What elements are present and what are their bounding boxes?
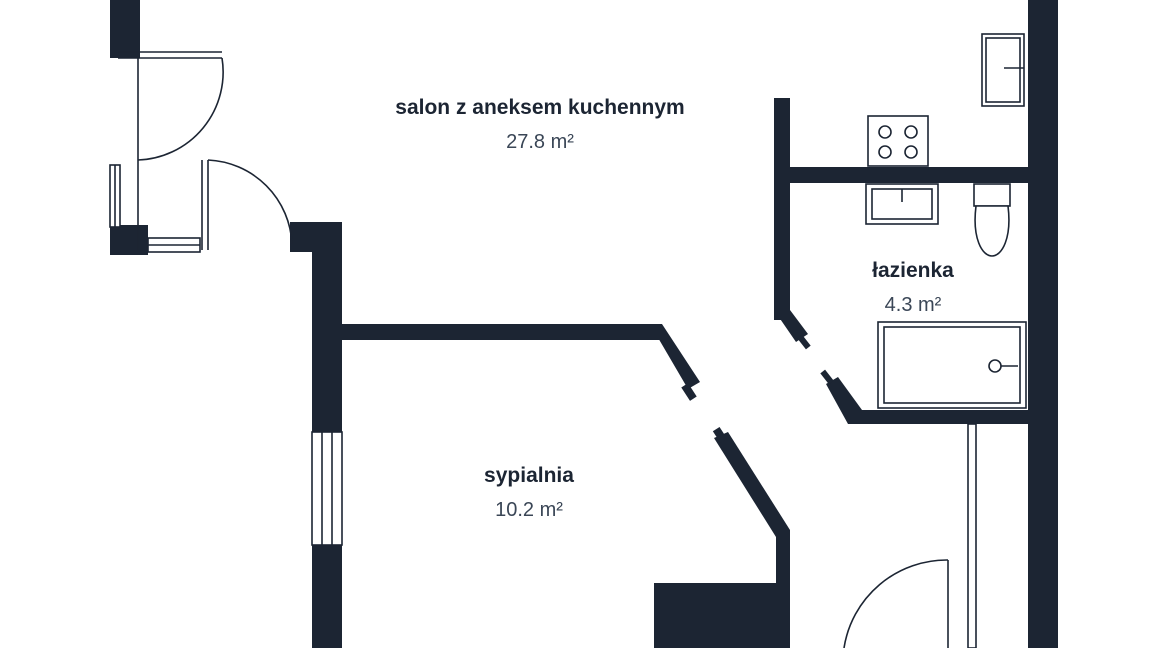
wall-block (654, 583, 776, 648)
wall-bathroom-top (774, 167, 1044, 183)
fixtures (865, 33, 1027, 409)
room-area-lazienka: 4.3 m² (885, 294, 942, 316)
toilet-icon (973, 183, 1011, 257)
wall-right (1028, 0, 1058, 648)
wall-bedroom-left-lower (312, 545, 342, 648)
wall-bathroom-bottom (848, 410, 1044, 424)
door-closet-swing (843, 559, 949, 648)
wall-bedroom-top (312, 324, 662, 340)
room-name-lazienka: łazienka (872, 259, 954, 282)
door-entry-swing (207, 159, 293, 245)
window-right (967, 423, 977, 648)
cooktop-icon (867, 115, 929, 167)
windows (109, 164, 977, 648)
bathtub-icon (877, 321, 1027, 409)
walls (110, 0, 1058, 648)
wall-bedroom-diagonal-lower (714, 432, 790, 537)
cabinet-icon (981, 33, 1025, 107)
wall-bathroom-diagonal-upper (774, 310, 808, 342)
room-labels: salon z aneksem kuchennym 27.8 m² łazien… (395, 96, 954, 521)
wall-bathroom-left (774, 98, 790, 320)
door-jamb (797, 334, 811, 350)
wall-bedroom-diagonal-upper (650, 324, 700, 389)
door-balcony-swing (137, 57, 224, 161)
kitchen-sink-icon (865, 183, 939, 225)
door-jamb (681, 383, 697, 401)
wall-bedroom-right (776, 530, 790, 648)
door-jamb (820, 369, 834, 385)
door-jamb (712, 426, 728, 444)
wall-left-lower (110, 225, 148, 255)
window-bedroom (311, 431, 343, 546)
room-area-salon: 27.8 m² (506, 131, 574, 153)
room-name-salon: salon z aneksem kuchennym (395, 96, 684, 119)
doors (118, 51, 949, 648)
room-area-sypialnia: 10.2 m² (495, 499, 563, 521)
room-name-sypialnia: sypialnia (484, 464, 574, 487)
wall-left-top (110, 0, 140, 58)
